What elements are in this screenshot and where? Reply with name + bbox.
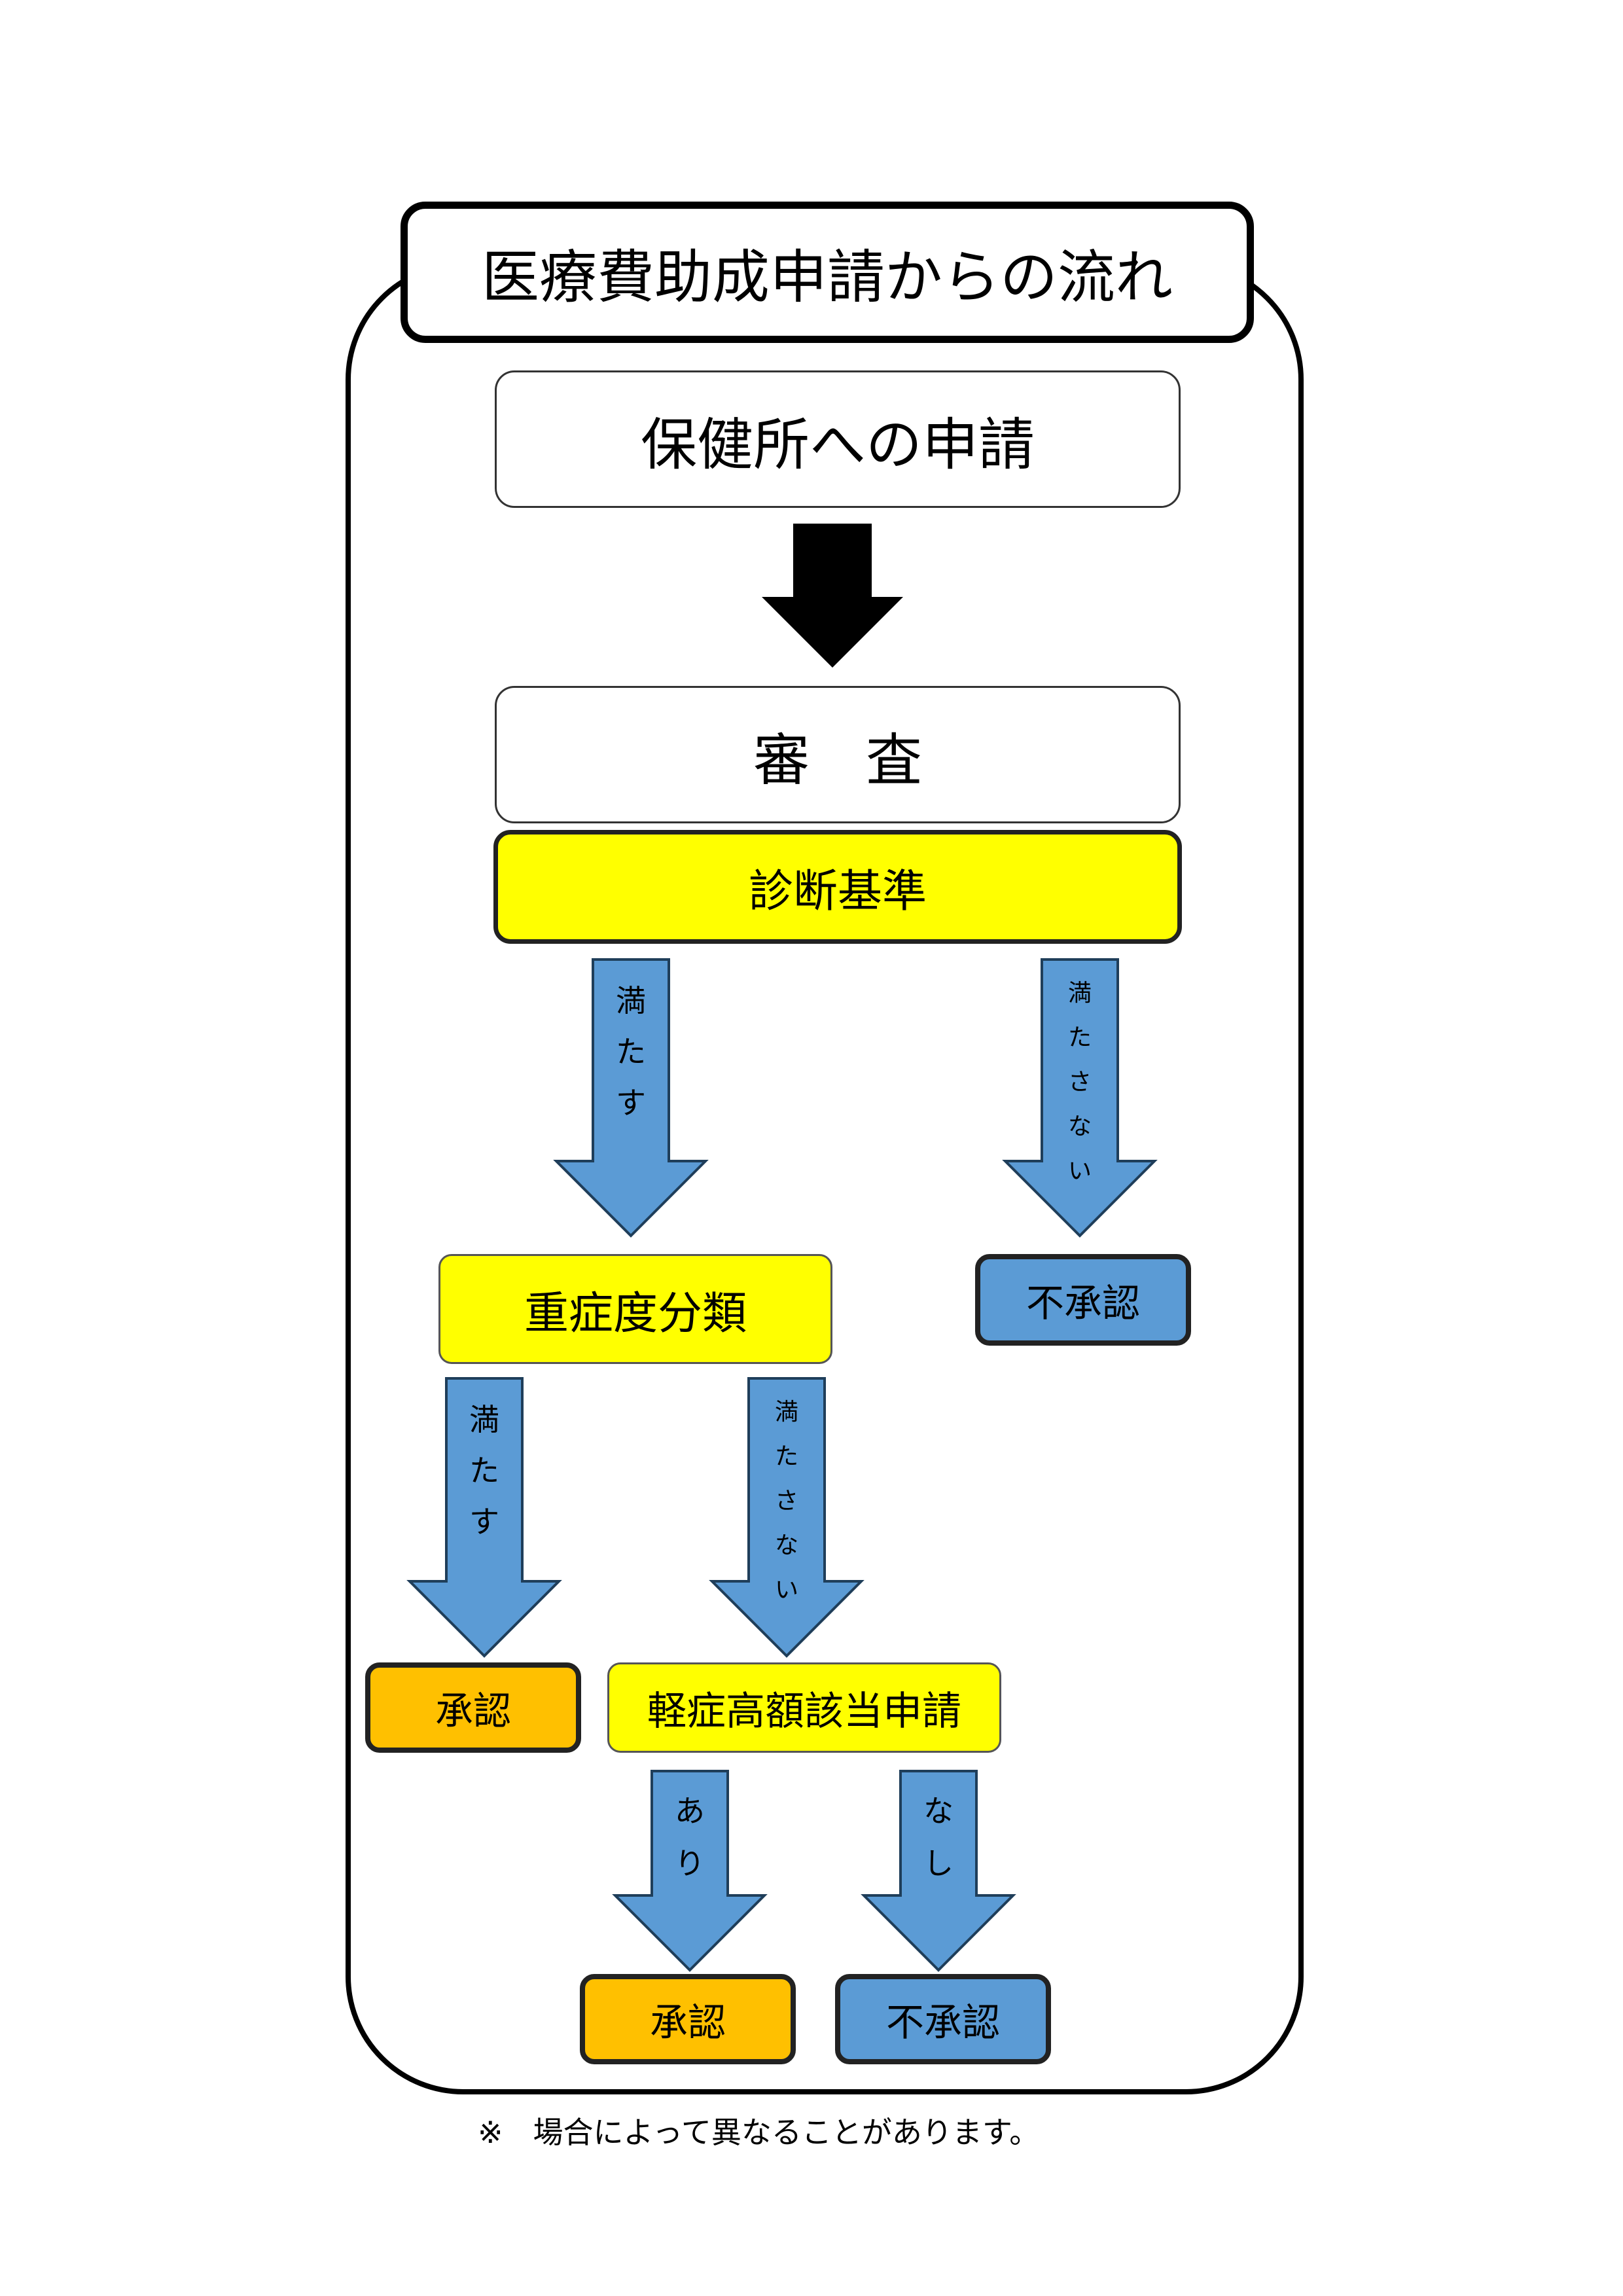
severity-not-met-char: い: [774, 1577, 798, 1604]
severity-met-char: 満: [469, 1402, 499, 1437]
criteria-met-label: 満 た す: [599, 986, 662, 1118]
step-review-box: 審 査: [495, 686, 1181, 823]
severity-met-char: た: [469, 1453, 499, 1488]
step-apply-box: 保健所への申請: [495, 370, 1181, 508]
criteria-met-char: 満: [616, 983, 646, 1018]
criteria-met-arrow: [553, 958, 709, 1238]
severity-not-met-label: 満 た さ な い: [760, 1401, 813, 1602]
criteria-met-char: た: [616, 1034, 646, 1069]
criteria-not-met-char: な: [1067, 1113, 1092, 1140]
mild-yes-arrow: [612, 1770, 768, 1972]
severity-not-met-arrow: [709, 1377, 865, 1658]
mild-yes-label: あ り: [658, 1796, 721, 1878]
criteria-not-met-char: 満: [1067, 980, 1092, 1007]
approved-box-2: 承認: [580, 1974, 796, 2064]
mild-no-label: な し: [907, 1796, 970, 1878]
not-approved-box-1: 不承認: [975, 1254, 1191, 1346]
footnote: ※ 場合によって異なることがあります。: [478, 2115, 1040, 2150]
mild-no-arrow: [861, 1770, 1016, 1972]
not-approved-box-2: 不承認: [835, 1974, 1051, 2064]
severity-not-met-char: た: [774, 1443, 798, 1470]
criteria-met-char: す: [616, 1085, 646, 1121]
mild-no-char: な: [923, 1793, 954, 1829]
severity-box: 重症度分類: [438, 1254, 832, 1364]
mild-yes-char: り: [675, 1846, 705, 1881]
criteria-not-met-arrow: [1002, 958, 1158, 1238]
severity-met-arrow: [406, 1377, 562, 1658]
criteria-not-met-char: た: [1067, 1024, 1092, 1051]
criteria-box: 診断基準: [493, 830, 1182, 944]
criteria-not-met-label: 満 た さ な い: [1054, 982, 1106, 1183]
mild-high-cost-box: 軽症高額該当申請: [607, 1662, 1001, 1753]
severity-not-met-char: な: [774, 1532, 798, 1559]
mild-no-char: し: [923, 1846, 954, 1881]
mild-yes-char: あ: [675, 1793, 705, 1829]
approved-box-1: 承認: [365, 1662, 581, 1753]
severity-met-char: す: [469, 1504, 499, 1539]
severity-not-met-char: 満: [774, 1399, 798, 1426]
criteria-not-met-char: さ: [1067, 1069, 1092, 1096]
flow-title: 医療費助成申請からの流れ: [401, 202, 1254, 343]
severity-not-met-char: さ: [774, 1488, 798, 1515]
severity-met-label: 満 た す: [453, 1405, 516, 1537]
down-arrow-black: [762, 524, 903, 668]
criteria-not-met-char: い: [1067, 1158, 1092, 1185]
